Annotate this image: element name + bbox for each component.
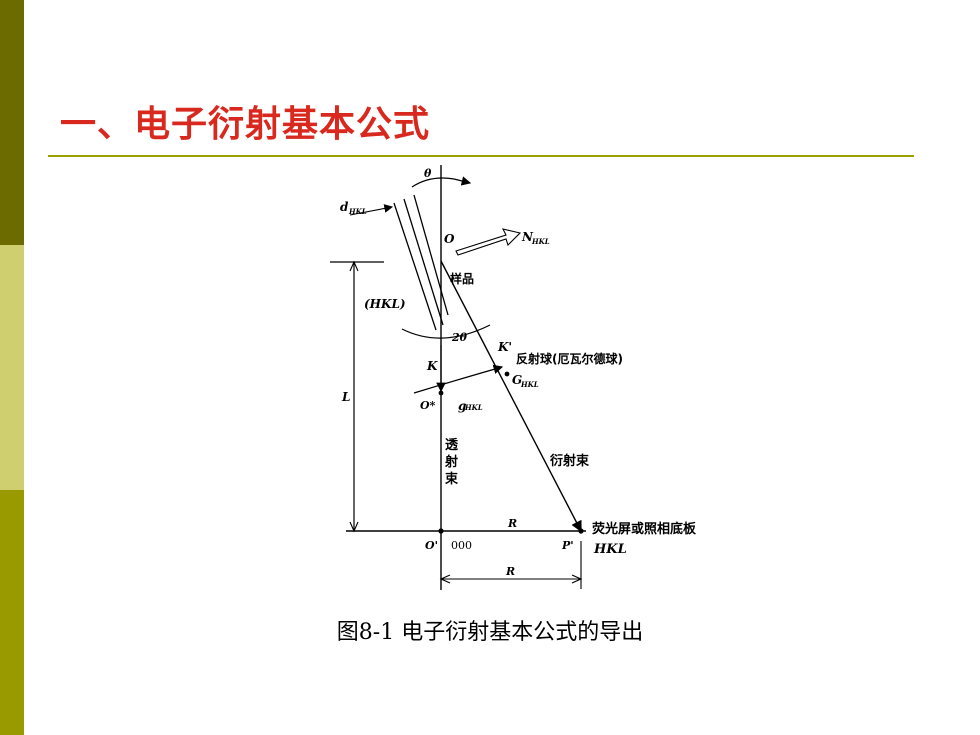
two-theta-arc — [401, 324, 491, 339]
sidebar-segment-olive — [0, 490, 24, 735]
point-g — [504, 371, 510, 377]
label-o: O — [444, 232, 455, 246]
slide-title: 一、电子衍射基本公式 — [60, 103, 431, 145]
diffracted-beam-line — [440, 260, 582, 533]
electron-diffraction-diagram: θ d HKL O N HKL 样品 (HKL) 2θ K K' 反射球(厄瓦尔… — [330, 165, 697, 590]
label-g: G — [512, 373, 522, 387]
point-o-prime — [438, 528, 444, 534]
label-o-prime: O' — [425, 539, 438, 552]
point-o-star — [438, 390, 444, 396]
label-transmitted-2: 射 — [444, 454, 458, 470]
sidebar-accent-bar — [0, 0, 24, 735]
label-g-vector: g — [458, 399, 466, 413]
d-spacing-arrow — [349, 204, 394, 216]
label-theta: θ — [424, 167, 432, 180]
label-ewald-sphere: 反射球(厄瓦尔德球) — [516, 351, 623, 366]
figure-caption: 图8-1 电子衍射基本公式的导出 — [336, 620, 644, 645]
label-r: R — [507, 517, 517, 530]
label-g-vector-sub: HKL — [464, 403, 483, 412]
label-sample: 样品 — [450, 271, 474, 286]
theta-arc — [411, 177, 455, 188]
label-r-bottom: R — [505, 565, 515, 578]
label-diffracted-beam: 衍射束 — [549, 453, 590, 469]
normal-vector-arrow — [455, 228, 522, 256]
label-n-sub: HKL — [531, 237, 550, 246]
label-n: N — [521, 230, 534, 244]
theta-arrow — [453, 176, 472, 186]
label-l: L — [341, 390, 350, 404]
label-plane: (HKL) — [364, 297, 406, 311]
label-two-theta: 2θ — [451, 331, 468, 344]
crystal-planes — [393, 194, 449, 331]
title-rule — [48, 155, 914, 157]
sidebar-segment-dark — [0, 0, 24, 245]
label-o-star: O* — [420, 399, 436, 412]
label-transmitted-3: 束 — [445, 471, 459, 487]
point-p-prime — [578, 528, 584, 534]
label-d: d — [340, 200, 349, 214]
label-screen: 荧光屏或照相底板 — [592, 521, 697, 537]
label-k: K — [426, 359, 438, 373]
sidebar-segment-light — [0, 245, 24, 490]
label-g-sub: HKL — [520, 380, 539, 389]
ewald-sphere-arc — [413, 364, 504, 394]
label-d-sub: HKL — [348, 207, 367, 216]
label-k-prime: K' — [497, 340, 512, 354]
label-hkl: HKL — [593, 542, 627, 557]
label-p-prime: P' — [561, 539, 574, 552]
label-transmitted-1: 透 — [445, 438, 458, 453]
label-zero: 000 — [451, 539, 472, 552]
